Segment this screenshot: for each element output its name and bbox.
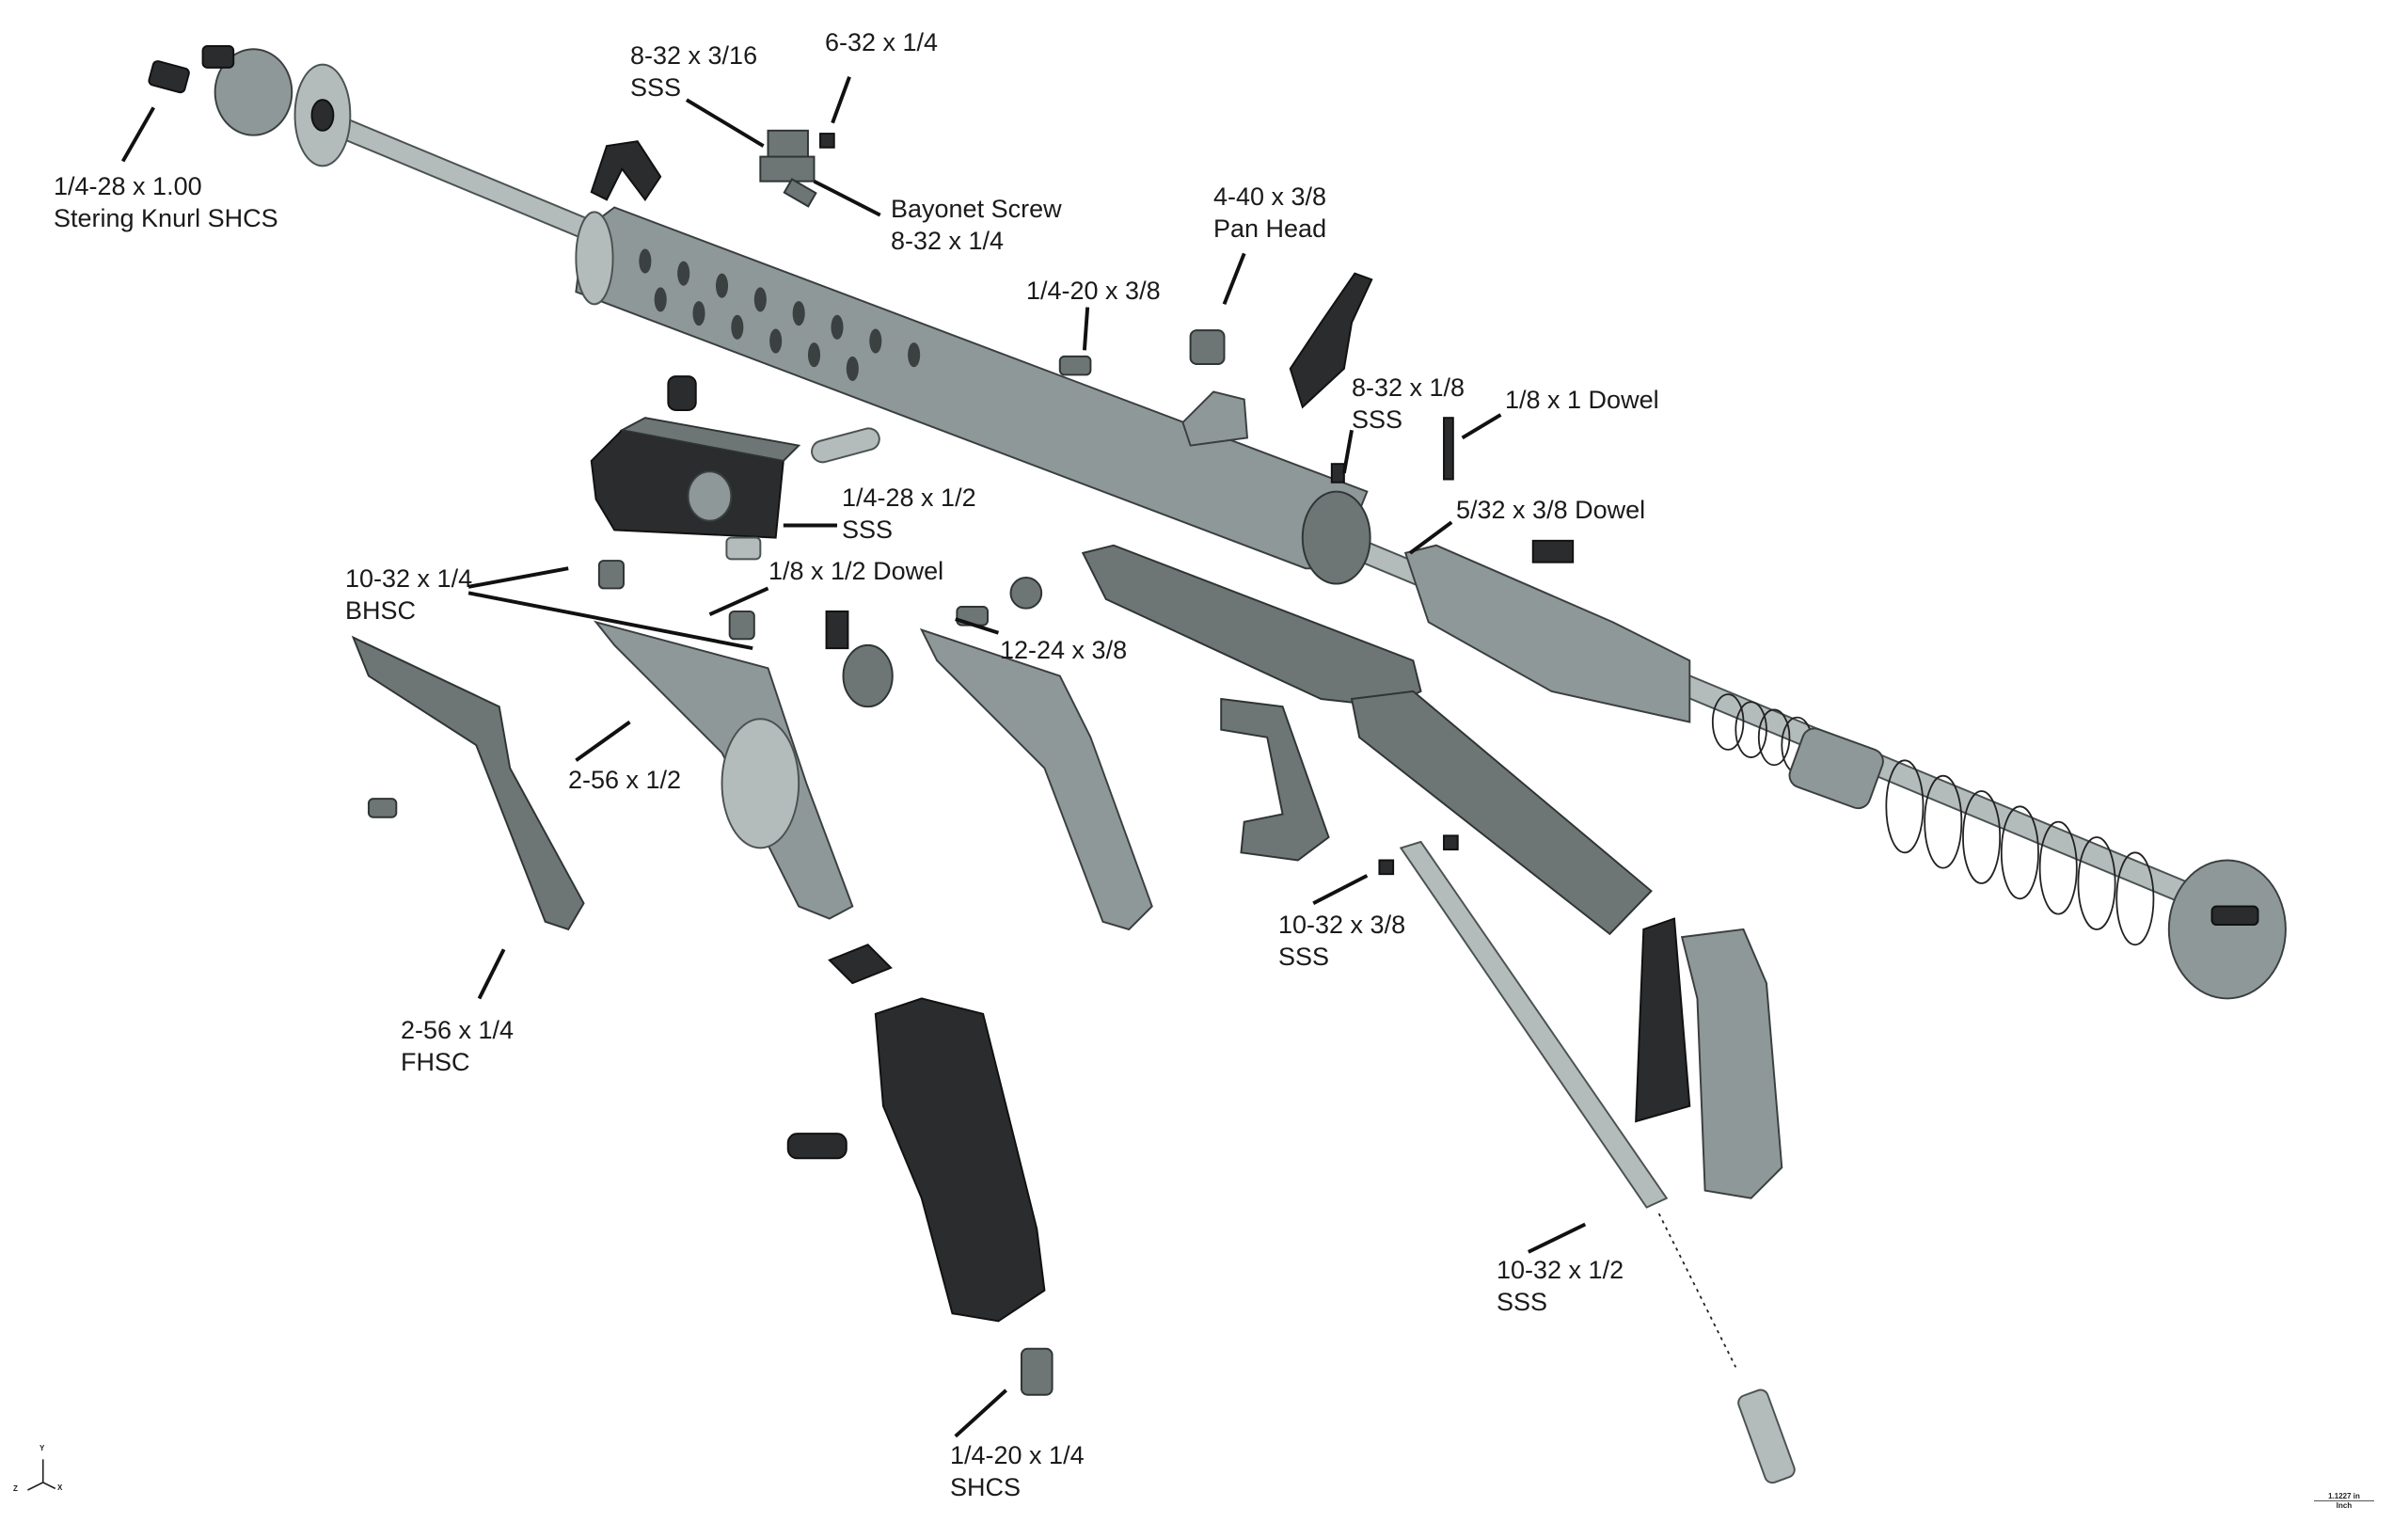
rear-sight-mount — [1181, 390, 1249, 447]
magazine-housing — [590, 417, 801, 539]
label-1-8-1-2-dowel: 1/8 x 1/2 Dowel — [768, 555, 943, 587]
grip-block — [828, 944, 893, 985]
receiver-end — [1403, 544, 1691, 723]
label-line: 10-32 x 3/8 — [1278, 911, 1406, 939]
scale-unit: Inch — [2314, 1500, 2374, 1510]
rod-spring — [1657, 1213, 1737, 1368]
label-line: 10-32 x 1/2 — [1497, 1256, 1624, 1284]
pistol-grip — [874, 997, 1046, 1323]
axis-x-label: X — [57, 1483, 63, 1492]
label-line: SSS — [630, 73, 682, 102]
block — [725, 536, 762, 561]
label-line: 2-56 x 1/4 — [401, 1016, 515, 1044]
axis-y-label: Y — [40, 1444, 45, 1452]
pistol-grip-frame — [1635, 917, 1691, 1123]
right-side-plate — [919, 627, 1153, 931]
label-line: SSS — [1352, 405, 1403, 434]
label-line: 1/8 x 1/2 Dowel — [768, 557, 944, 585]
label-line: Bayonet Screw — [891, 195, 1062, 223]
label-line: 6-32 x 1/4 — [825, 28, 939, 56]
label-line: SHCS — [950, 1473, 1022, 1501]
cocking-handle — [1289, 272, 1373, 409]
label-line: Pan Head — [1213, 214, 1327, 243]
recoil-spring — [1711, 693, 2155, 946]
label-1-8-dowel: 1/8 x 1 Dowel — [1505, 384, 1659, 416]
piston — [1737, 1388, 1796, 1484]
label-1-4-20-3-8: 1/4-20 x 3/8 — [1026, 275, 1161, 307]
end-cap — [2167, 859, 2287, 1000]
label-line: 8-32 x 1/8 — [1352, 373, 1465, 402]
label-line: 8-32 x 3/16 — [630, 41, 758, 70]
label-bayonet-screw: Bayonet Screw 8-32 x 1/4 — [891, 193, 1062, 257]
screws — [367, 129, 1575, 1396]
label-line: 1/4-20 x 1/4 — [950, 1441, 1085, 1469]
label-line: 1/4-20 x 3/8 — [1026, 277, 1161, 305]
label-line: SSS — [842, 516, 894, 544]
label-line: 4-40 x 3/8 — [1213, 182, 1327, 211]
trigger-housing — [593, 620, 854, 920]
label-2-56-1-2: 2-56 x 1/2 — [568, 764, 681, 796]
label-line: 10-32 x 1/4 — [345, 564, 473, 593]
label-line: 1/4-28 x 1.00 — [54, 172, 202, 200]
trigger-bar — [1220, 697, 1330, 862]
feed-rail — [1350, 690, 1653, 936]
label-line: 2-56 x 1/2 — [568, 766, 682, 794]
label-line: FHSC — [401, 1048, 470, 1076]
label-5-32-dowel: 5/32 x 3/8 Dowel — [1456, 494, 1645, 526]
trigger-guard — [721, 718, 800, 849]
label-6-32: 6-32 x 1/4 — [825, 26, 938, 58]
label-line: 12-24 x 3/8 — [1000, 636, 1128, 664]
magazine-catch — [667, 375, 697, 411]
axis-triad-icon — [27, 1459, 56, 1491]
label-line: SSS — [1497, 1288, 1548, 1316]
linkage-arm — [1081, 544, 1422, 708]
buttstock — [1680, 928, 1783, 1199]
leader-lines — [120, 75, 1587, 1438]
pin — [811, 427, 880, 464]
label-line: SSS — [1278, 943, 1330, 971]
front-sight — [590, 140, 662, 201]
axis-z-label: Z — [13, 1484, 18, 1493]
operating-rod — [1399, 840, 1669, 1209]
cooling-jacket — [575, 206, 1371, 585]
left-side-plate — [351, 635, 585, 931]
scale-bar: 1.1227 in Inch — [2314, 1492, 2374, 1510]
scale-value: 1.1227 in — [2328, 1492, 2360, 1500]
label-line: 1/4-28 x 1/2 — [842, 484, 976, 512]
label-line: 1/8 x 1 Dowel — [1505, 386, 1659, 414]
muzzle-device — [148, 45, 352, 167]
label-line: 8-32 x 1/4 — [891, 227, 1005, 255]
buffer — [1788, 727, 1884, 810]
label-12-24: 12-24 x 3/8 — [1000, 634, 1127, 666]
label-line: 5/32 x 3/8 Dowel — [1456, 496, 1646, 524]
label-line: Stering Knurl SHCS — [54, 204, 278, 232]
label-line: BHSC — [345, 596, 417, 625]
